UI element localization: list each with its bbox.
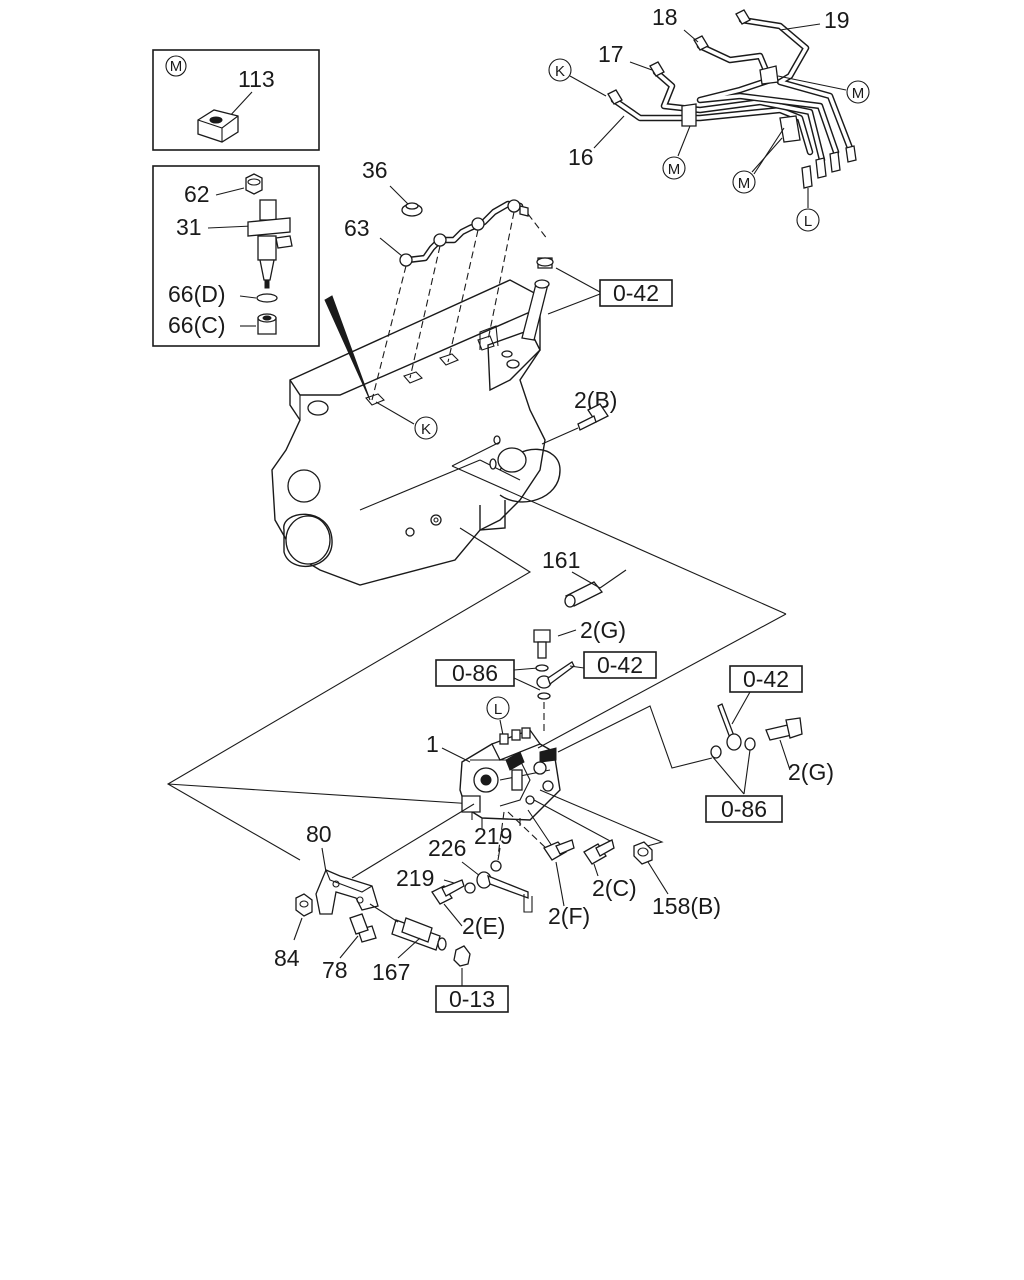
callout-19: 19 [824,7,850,33]
svg-text:0-86: 0-86 [721,796,767,822]
washer-219a [490,860,502,872]
eye-bolt-right [710,703,756,759]
svg-text:0-42: 0-42 [597,652,643,678]
bracket-80 [315,869,379,915]
marker-l-pipe: L [804,213,812,230]
callout-226: 226 [428,835,466,861]
bolt-2b [577,403,609,431]
marker-l-pump: L [494,701,502,718]
callout-2g-right: 2(G) [788,759,834,785]
callout-158b: 158(B) [652,893,721,919]
callout-66c: 66(C) [168,312,226,338]
callout-17: 17 [598,41,624,67]
nut-158b [633,841,653,865]
bolt-2g-right [765,717,803,741]
injection-pipes [607,9,857,189]
callout-161: 161 [542,547,580,573]
callout-2g-top: 2(G) [580,617,626,643]
leakoff-pipe-63 [371,199,549,401]
ref-0-13: 0-13 [435,985,509,1013]
ref-0-42-mid: 0-42 [583,651,657,679]
callout-18: 18 [652,4,678,30]
callout-2c: 2(C) [592,875,637,901]
bolt-2e [431,879,465,905]
inset-clip-box: M 113 [152,49,320,151]
nozzle-31 [247,199,293,289]
ref-0-42-top: 0-42 [599,279,673,307]
marker-k-engine: K [421,421,431,438]
ref-0-42-right: 0-42 [729,665,803,693]
washer-bottom [537,692,551,700]
ref-0-86-left: 0-86 [435,659,515,687]
callout-167: 167 [372,959,410,985]
washer-219b [464,882,476,894]
svg-text:0-42: 0-42 [613,280,659,306]
inset-nozzle-box: 62 31 66(D) 66(C) [152,165,320,347]
marker-m-inset: M [170,58,183,75]
callout-2e: 2(E) [462,913,505,939]
return-hose [521,257,554,341]
callout-31: 31 [176,214,202,240]
svg-text:0-86: 0-86 [452,660,498,686]
rod-167 [391,917,447,951]
seal-66c [257,313,277,335]
washer-66d [256,293,278,303]
bolt-2c [583,839,615,865]
marker-m-pipe-mid: M [668,161,681,178]
bolt-2g-top [533,629,551,659]
ref-0-86-right: 0-86 [705,795,783,823]
callout-36: 36 [362,157,388,183]
callout-219a: 219 [474,823,512,849]
callout-80: 80 [306,821,332,847]
callout-66d: 66(D) [168,281,226,307]
svg-text:0-42: 0-42 [743,666,789,692]
callout-1: 1 [426,731,439,757]
washer-top [535,664,549,672]
callout-78: 78 [322,957,348,983]
banjo-36 [401,202,423,217]
callout-16: 16 [568,144,594,170]
clip-113-part [197,109,239,143]
part-161 [564,581,604,608]
view-arrow [324,295,371,401]
nut-84 [295,893,313,917]
callout-84: 84 [274,945,300,971]
eye-bolt-top [536,661,575,689]
injection-pump-1 [459,727,561,828]
svg-text:0-13: 0-13 [449,986,495,1012]
callout-219b: 219 [396,865,434,891]
nut-0-13 [453,945,471,967]
engine-block [271,279,561,586]
nut-62 [245,173,263,195]
callout-63: 63 [344,215,370,241]
marker-m-pipe-right: M [852,85,865,102]
bolt-2f [543,839,575,861]
callout-62: 62 [184,181,210,207]
bolt-78 [349,913,377,943]
callout-113: 113 [238,66,275,92]
callout-2f: 2(F) [548,903,590,929]
marker-m-pipe-low: M [738,175,751,192]
marker-k-pipe: K [555,63,565,80]
banjo-226 [476,871,533,913]
